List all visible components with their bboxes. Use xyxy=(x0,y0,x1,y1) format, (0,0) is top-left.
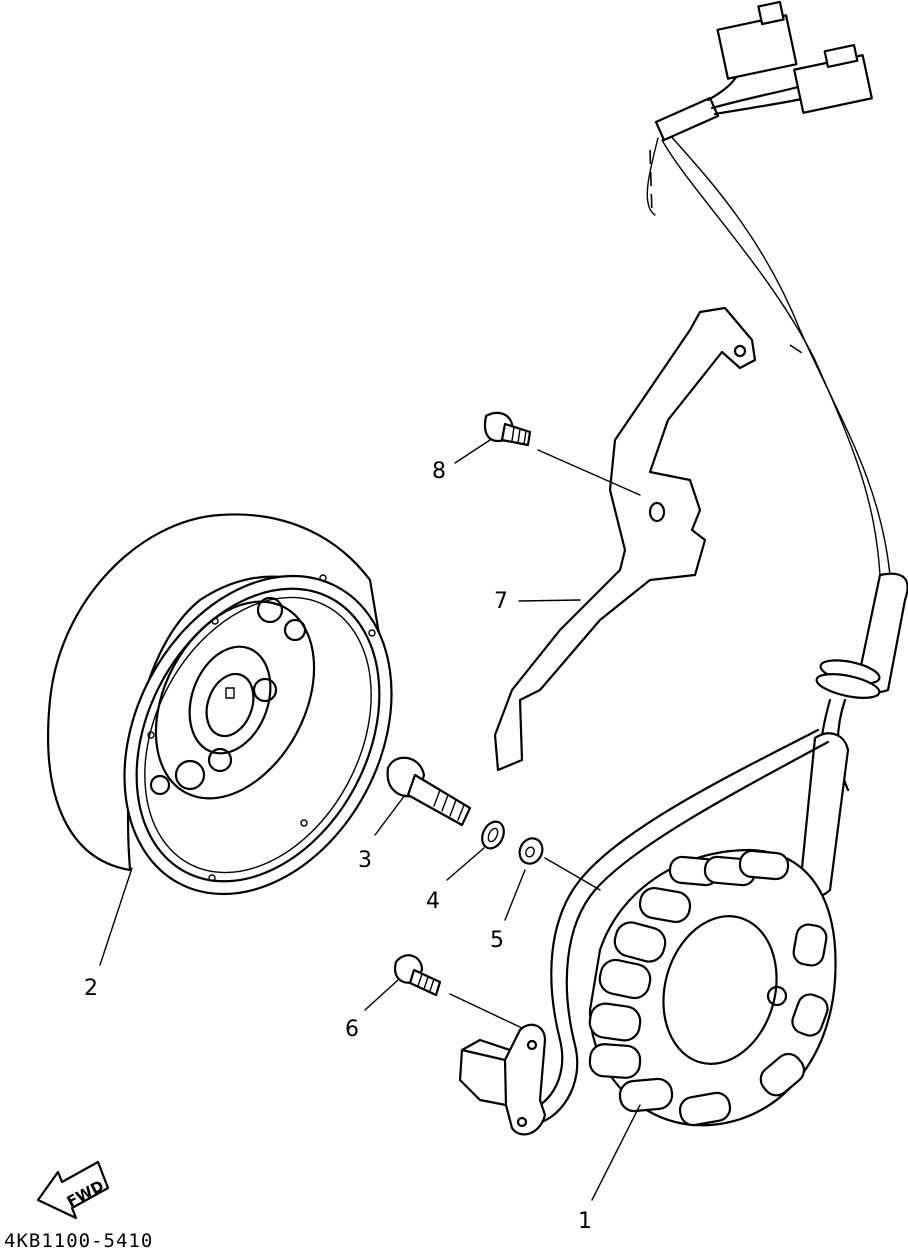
pickup-coil xyxy=(458,1023,547,1136)
lead-holder-bracket xyxy=(493,306,757,772)
callout-4: 4 xyxy=(426,847,485,914)
svg-text:3: 3 xyxy=(358,848,372,873)
screw-8 xyxy=(483,411,532,447)
connector-lower xyxy=(793,43,873,114)
stator-assembly xyxy=(588,848,837,1127)
washer-5 xyxy=(518,837,544,865)
fwd-arrow-icon: FWD xyxy=(36,1160,110,1220)
rotor-bolt-3 xyxy=(386,756,472,827)
callout-3: 3 xyxy=(358,794,406,873)
rotor-flywheel xyxy=(47,513,393,896)
bracket-hole-top xyxy=(733,344,747,358)
screw-6 xyxy=(394,954,442,997)
callout-7: 7 xyxy=(494,589,581,614)
callout-5: 5 xyxy=(490,869,526,953)
svg-text:2: 2 xyxy=(84,976,98,1001)
svg-text:4: 4 xyxy=(426,889,440,914)
svg-text:6: 6 xyxy=(345,1017,359,1042)
svg-text:7: 7 xyxy=(494,589,508,614)
svg-text:5: 5 xyxy=(490,928,504,953)
leader-line-5 xyxy=(544,857,601,891)
callout-2: 2 xyxy=(84,867,133,1001)
bracket-hole xyxy=(648,501,666,523)
washer-4 xyxy=(481,820,505,850)
diagram-code: 4KB1100-5410 xyxy=(4,1230,154,1252)
callout-8: 8 xyxy=(432,439,491,484)
svg-text:1: 1 xyxy=(578,1209,592,1234)
leader-line-6 xyxy=(449,993,523,1029)
wire-break-line-2 xyxy=(789,344,806,356)
stator-lead-wire-2 xyxy=(528,740,830,1127)
wire-break-line xyxy=(649,149,653,216)
callout-6: 6 xyxy=(345,979,399,1042)
leader-line-8 xyxy=(537,449,641,496)
svg-text:8: 8 xyxy=(432,459,446,484)
stator-lead-wire xyxy=(523,728,820,1112)
callout-1: 1 xyxy=(578,1104,641,1234)
connector-top xyxy=(716,0,798,80)
